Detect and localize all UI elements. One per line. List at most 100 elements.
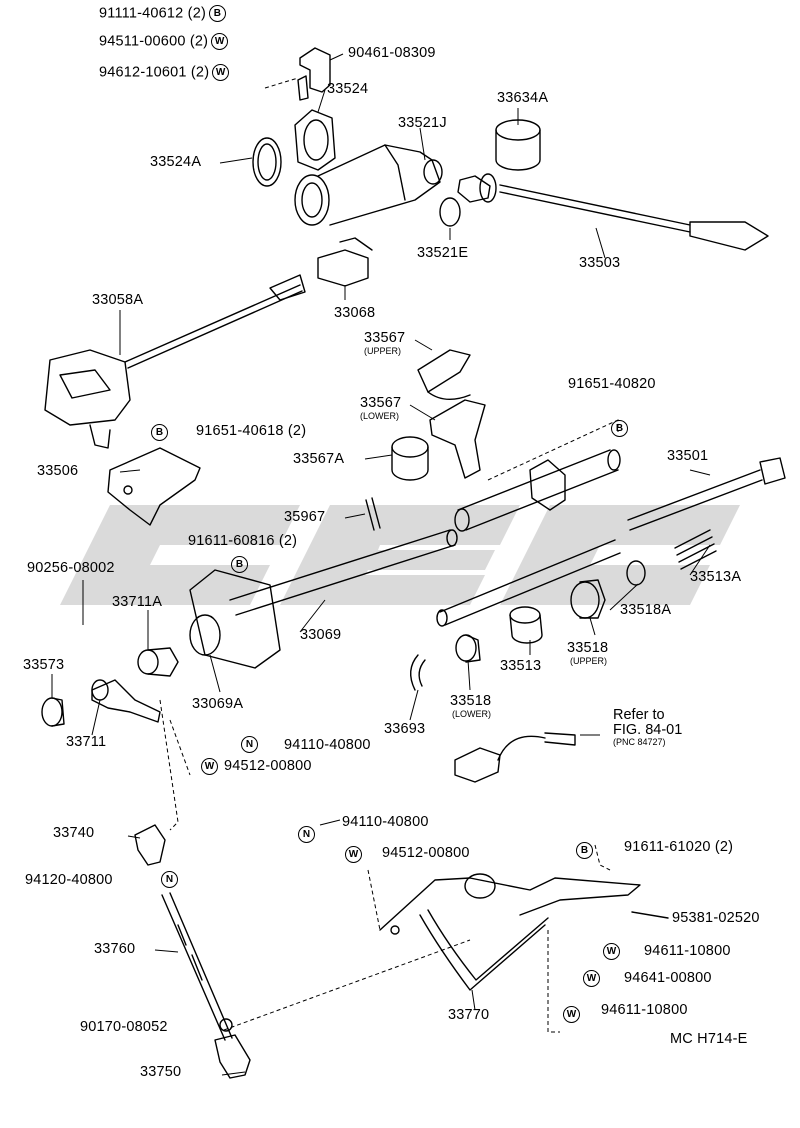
part-label: 94512-00800	[382, 845, 470, 861]
part-label: 33573	[23, 657, 65, 673]
figure-code: MC H714-E	[670, 1031, 748, 1047]
lever-33503	[457, 173, 769, 251]
part-label: 33068	[334, 305, 376, 321]
cap-33634A	[495, 119, 541, 171]
part-label: 33501	[667, 448, 709, 464]
lever-33711	[91, 679, 161, 723]
part-label: 91611-60816 (2)	[188, 533, 298, 549]
marker-w-icon: W	[345, 846, 362, 863]
marker-b-icon: B	[209, 5, 226, 22]
collar-33711A	[137, 647, 179, 677]
pin-35967	[365, 497, 381, 531]
part-label: 90256-08002	[27, 560, 115, 576]
part-label: 33503	[579, 255, 621, 271]
switch-33058A	[44, 274, 306, 449]
rod-33760	[161, 892, 233, 1041]
marker-n-icon: N	[161, 871, 178, 888]
part-label: 33567	[364, 330, 406, 346]
part-label: 33521J	[398, 115, 447, 131]
part-label: 95381-02520	[672, 910, 760, 926]
marker-w-icon: W	[563, 1006, 580, 1023]
part-label: 33069	[300, 627, 342, 643]
marker-b-icon: B	[151, 424, 168, 441]
rod-33770	[379, 873, 641, 991]
part-sublabel: (LOWER)	[360, 411, 399, 421]
marker-w-icon: W	[583, 970, 600, 987]
part-label: 94612-10601 (2)W	[99, 64, 230, 81]
marker-w-icon: W	[212, 64, 230, 81]
part-label: 90461-08309	[348, 45, 436, 61]
marker-b-icon: B	[231, 556, 248, 573]
part-label: 94611-10800	[601, 1002, 688, 1018]
refer-line3: (PNC 84727)	[613, 737, 666, 748]
part-label: 33524A	[150, 154, 202, 170]
part-label: 33711	[66, 734, 107, 750]
part-label: 33518	[567, 640, 609, 656]
refer-line1: Refer to	[613, 707, 665, 723]
part-sublabel: (UPPER)	[364, 346, 402, 356]
marker-w-icon: W	[603, 943, 620, 960]
shaft-lower	[436, 539, 621, 627]
refer-note: Refer to FIG. 84-01 (PNC 84727)	[613, 707, 683, 748]
watermark-logo	[60, 505, 740, 605]
housing-33521J	[294, 144, 443, 226]
part-label: 94611-10800	[644, 943, 731, 959]
part-label: 91651-40820	[568, 376, 656, 392]
part-label: 33770	[448, 1007, 490, 1023]
part-label: 33760	[94, 941, 136, 957]
tube-33501	[454, 449, 786, 532]
part-label: 33693	[384, 721, 426, 737]
bracket-33506	[107, 447, 201, 526]
marker-n-icon: N	[298, 826, 315, 843]
part-label: 33521E	[417, 245, 469, 261]
part-sublabel: (LOWER)	[452, 709, 491, 719]
marker-n-icon: N	[241, 736, 258, 753]
part-label: 33740	[53, 825, 95, 841]
part-label: 90170-08052	[80, 1019, 168, 1035]
part-label: 94110-40800	[342, 814, 429, 830]
refer-line2: FIG. 84-01	[613, 722, 683, 739]
spring-33513A	[674, 529, 717, 570]
part-label: 33069A	[192, 696, 244, 712]
bushing-33513	[509, 606, 543, 644]
switch-refer-84	[454, 732, 576, 783]
part-label: 33506	[37, 463, 79, 479]
part-label: 94511-00600 (2)W	[99, 33, 229, 50]
part-label: 91111-40612 (2)B	[99, 5, 226, 22]
part-label: 33513	[500, 658, 542, 674]
joint-33750	[214, 1018, 251, 1079]
part-label: 94641-00800	[624, 970, 712, 986]
connector-33068	[317, 237, 373, 287]
ring-33524A	[252, 137, 282, 187]
ring-33518A	[626, 560, 646, 586]
ring-33521E	[439, 197, 461, 227]
part-label: 94110-40800	[284, 737, 371, 753]
holder-33524	[294, 109, 336, 171]
part-label: 33058A	[92, 292, 144, 308]
joint-33740	[134, 824, 166, 866]
bushing-33518-lower	[455, 634, 481, 663]
marker-b-icon: B	[611, 420, 628, 437]
part-label: 33518	[450, 693, 492, 709]
clamp-33567-lower	[429, 399, 486, 479]
part-label: 35967	[284, 509, 326, 525]
part-label: 94120-40800	[25, 872, 113, 888]
bracket-90461	[297, 47, 331, 101]
screw-95381	[631, 911, 669, 919]
part-label: 33524	[327, 81, 369, 97]
bushing-33518-upper	[570, 579, 606, 619]
part-label: 33634A	[497, 90, 549, 106]
part-label: 33567	[360, 395, 402, 411]
bushing-33567A	[391, 436, 429, 481]
part-label: 33518A	[620, 602, 672, 618]
part-label: 91611-61020 (2)	[624, 839, 734, 855]
marker-w-icon: W	[211, 33, 229, 50]
part-sublabel: (UPPER)	[570, 656, 608, 666]
clamp-33567-upper	[417, 349, 471, 400]
marker-b-icon: B	[576, 842, 593, 859]
shaft-33069	[189, 529, 458, 669]
part-label: 94512-00800	[224, 758, 312, 774]
part-label: 33513A	[690, 569, 742, 585]
part-label: 91651-40618 (2)	[196, 423, 307, 439]
